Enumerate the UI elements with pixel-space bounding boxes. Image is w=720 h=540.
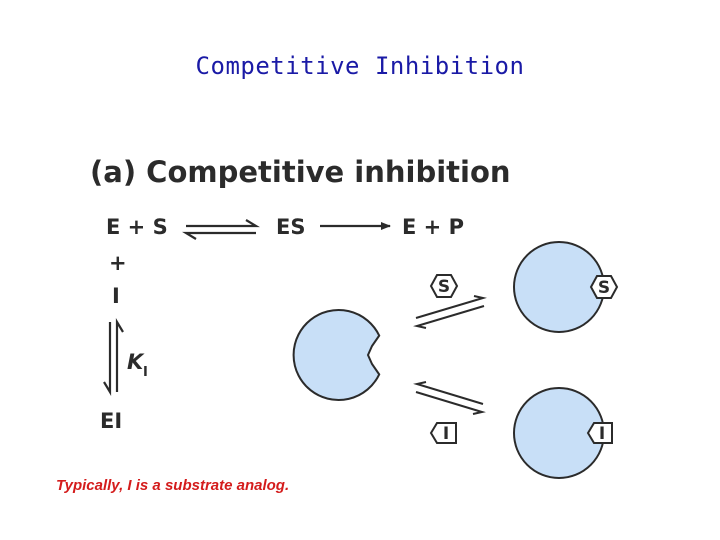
ei-complex-shape: I xyxy=(513,387,613,479)
substrate-tag: S xyxy=(429,274,459,298)
ki-constant-subscript: I xyxy=(143,365,148,380)
bound-substrate-letter: S xyxy=(598,278,610,298)
ei-complex-label: EI xyxy=(100,409,122,433)
reactants-label: E + S xyxy=(106,215,168,239)
free-enzyme-shape xyxy=(292,309,381,401)
substrate-tag-letter: S xyxy=(438,277,450,297)
substrate-binding-arrows xyxy=(413,295,487,329)
inhibitor-equilibrium-arrows xyxy=(103,318,124,396)
bound-inhibitor-letter: I xyxy=(599,424,605,444)
slide-title: Competitive Inhibition xyxy=(195,52,525,80)
plus-sign: + xyxy=(109,251,127,275)
panel-title: (a) Competitive inhibition xyxy=(90,155,511,189)
inhibitor-binding-arrows xyxy=(413,381,486,415)
inhibitor-tag-letter: I xyxy=(443,424,449,444)
inhibitor-tag: I xyxy=(429,422,457,444)
es-complex-label: ES xyxy=(276,215,305,239)
ki-constant-symbol: K xyxy=(127,350,145,374)
binding-equilibrium-arrows xyxy=(182,219,260,240)
products-label: E + P xyxy=(402,215,464,239)
inhibitor-label: I xyxy=(112,284,120,308)
caption-note: Typically, I is a substrate analog. xyxy=(56,477,290,494)
es-complex-shape: S xyxy=(513,241,619,333)
